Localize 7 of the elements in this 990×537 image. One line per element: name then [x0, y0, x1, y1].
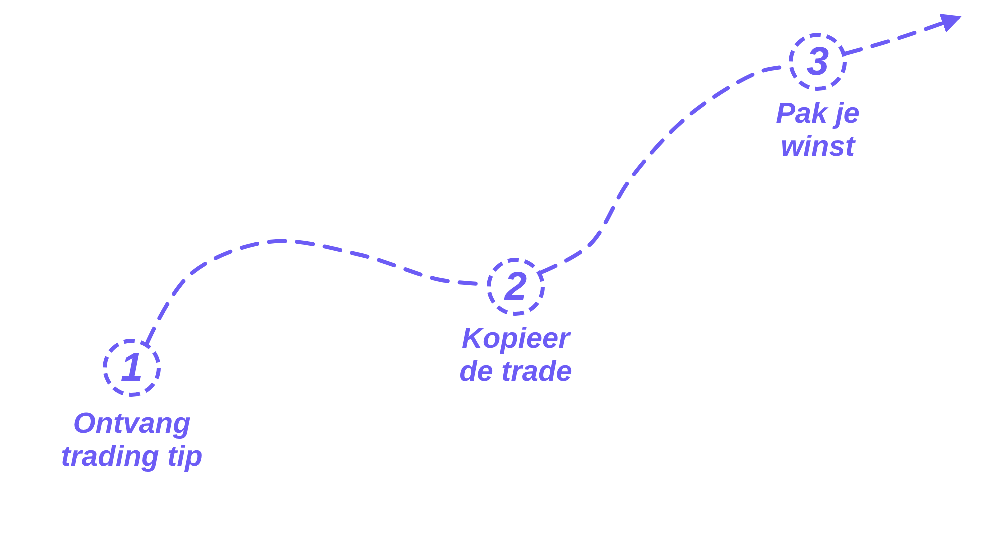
dashed-arrow: [844, 14, 962, 56]
step-label: Kopieer de trade: [458, 323, 574, 389]
step-number: 1: [120, 345, 144, 392]
step-label: Pak je winst: [775, 98, 861, 164]
step-label: Ontvang trading tip: [60, 408, 204, 474]
step-number: 3: [806, 39, 830, 86]
step-number: 2: [503, 264, 528, 311]
